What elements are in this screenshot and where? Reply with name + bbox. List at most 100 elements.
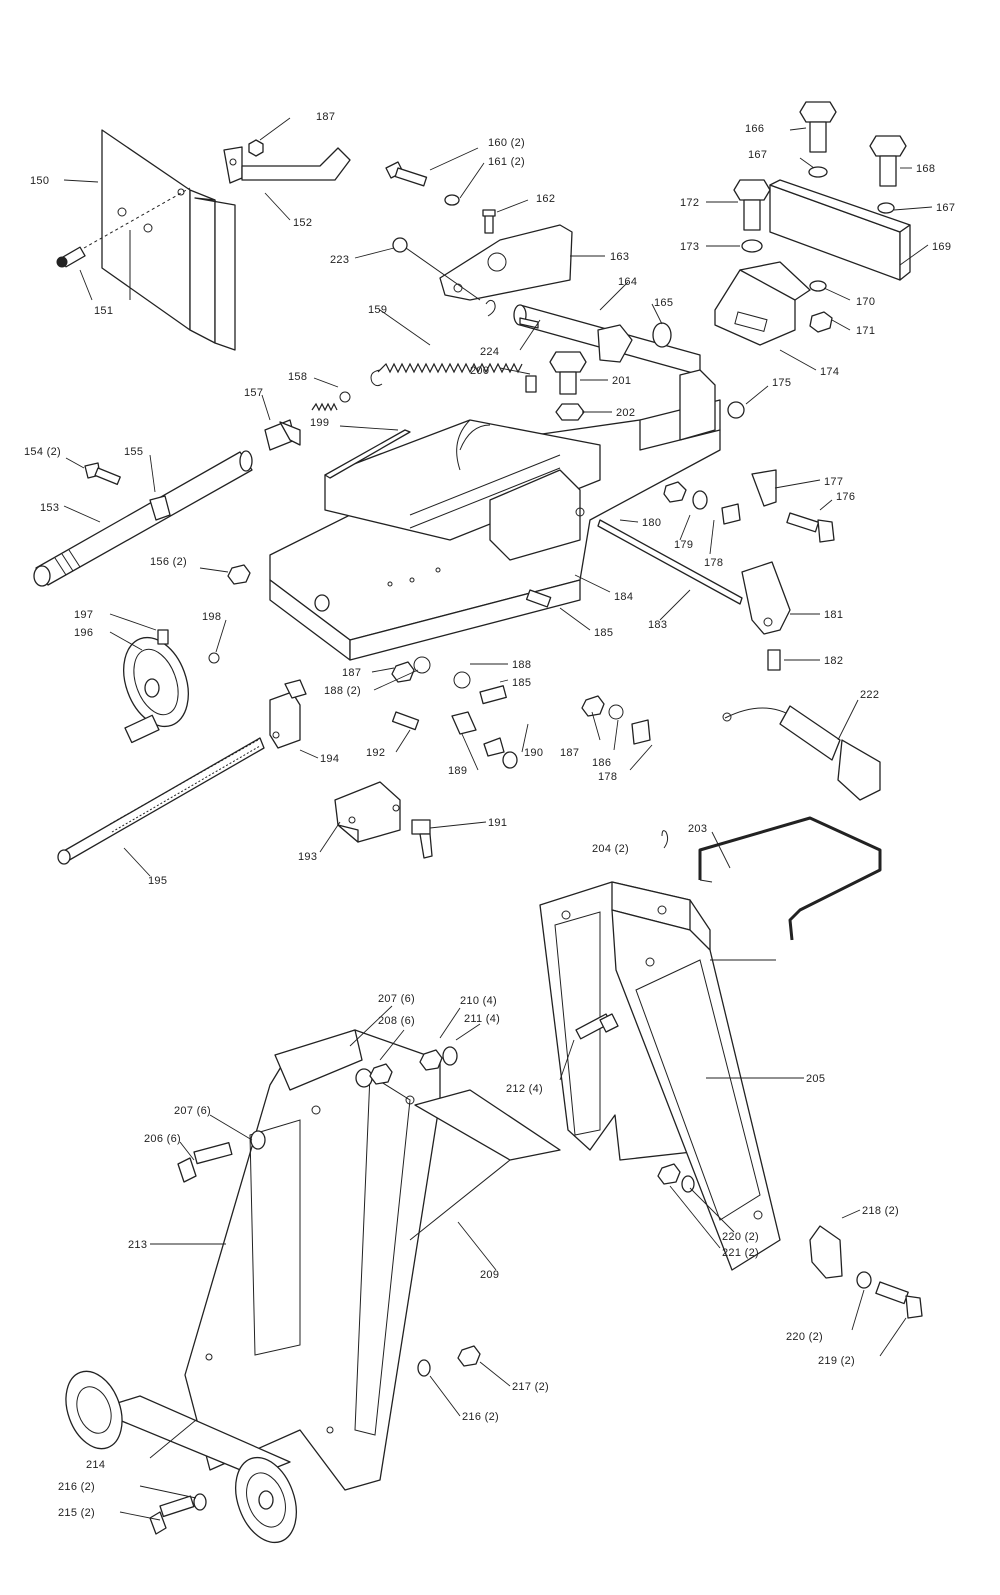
callout-180: 180 [642, 517, 661, 529]
bolt-201 [549, 351, 587, 421]
callout-195: 195 [148, 875, 167, 887]
callout-187-right: 187 [560, 747, 579, 759]
callout-188: 188 [512, 659, 531, 671]
fittings-187-192 [391, 656, 518, 769]
callout-209: 209 [480, 1269, 499, 1281]
callout-187-top: 187 [316, 111, 335, 123]
callout-169: 169 [932, 241, 951, 253]
nut-216-217 [417, 1345, 481, 1377]
callout-217: 217 (2) [512, 1381, 549, 1393]
wheel-axle-214 [65, 1370, 297, 1544]
callout-221: 221 (2) [722, 1247, 759, 1259]
callout-216-a: 216 (2) [462, 1411, 499, 1423]
callout-184: 184 [614, 591, 633, 603]
crossbar-209 [409, 1089, 561, 1241]
callout-185-a: 185 [594, 627, 613, 639]
callout-218: 218 (2) [862, 1205, 899, 1217]
callout-220-a: 220 (2) [722, 1231, 759, 1243]
fittings-186-187 [581, 695, 651, 745]
callout-220-b: 220 (2) [786, 1331, 823, 1343]
callout-186: 186 [592, 757, 611, 769]
callout-183: 183 [648, 619, 667, 631]
callout-160: 160 (2) [488, 137, 525, 149]
setscrew-200 [525, 375, 537, 393]
nut-208 [355, 1063, 393, 1088]
block-157 [264, 419, 301, 451]
rod-183 [597, 519, 743, 605]
blade-guard-bracket [223, 139, 351, 184]
callout-164: 164 [618, 276, 637, 288]
blade-guard-plate [101, 129, 236, 351]
callout-181: 181 [824, 609, 843, 621]
knob-223 [392, 237, 481, 301]
saw-base-184 [269, 369, 721, 661]
pin-224 [519, 317, 539, 329]
bolt-172 [733, 179, 771, 253]
callout-158: 158 [288, 371, 307, 383]
callout-214: 214 [86, 1459, 105, 1471]
callout-205: 205 [806, 1073, 825, 1085]
callout-206: 206 (6) [144, 1133, 181, 1145]
shaft-153 [33, 450, 253, 587]
callout-170: 170 [856, 296, 875, 308]
blade-guide-199 [324, 429, 411, 479]
callout-163: 163 [610, 251, 629, 263]
callout-161: 161 (2) [488, 156, 525, 168]
screw-151 [56, 187, 191, 268]
bracket-218 [809, 1225, 923, 1319]
callout-168-top: 168 [916, 163, 935, 175]
nut-156 [227, 564, 251, 585]
callout-157: 157 [244, 387, 263, 399]
callout-150: 150 [30, 175, 49, 187]
callout-223: 223 [330, 254, 349, 266]
feed-screw-195 [57, 737, 265, 865]
callout-155: 155 [124, 446, 143, 458]
callout-185-b: 185 [512, 677, 531, 689]
leader-lines [63, 117, 933, 1521]
callout-197: 197 [74, 609, 93, 621]
callout-165: 165 [654, 297, 673, 309]
block-155 [149, 495, 171, 521]
bolt-176 [786, 512, 835, 543]
callout-194: 194 [320, 753, 339, 765]
bolt-168 [869, 135, 907, 214]
shaft-164 [513, 304, 701, 376]
power-cord-222 [722, 705, 881, 801]
callout-222: 222 [860, 689, 879, 701]
bolt-206 [177, 1130, 266, 1183]
callout-190: 190 [524, 747, 543, 759]
callout-174: 174 [820, 366, 839, 378]
collar-175 [727, 401, 745, 419]
callout-153: 153 [40, 502, 59, 514]
callout-207-b: 207 (6) [174, 1105, 211, 1117]
callout-216-b: 216 (2) [58, 1481, 95, 1493]
callout-162: 162 [536, 193, 555, 205]
leg-213 [184, 1029, 441, 1491]
bolt-160 [385, 161, 460, 206]
callout-182: 182 [824, 655, 843, 667]
vise-arm [439, 209, 573, 301]
bolt-166 [799, 101, 837, 178]
callout-171: 171 [856, 325, 875, 337]
callout-207-a: 207 (6) [378, 993, 415, 1005]
callout-191: 191 [488, 817, 507, 829]
callout-178-b: 178 [598, 771, 617, 783]
callout-204: 204 (2) [592, 843, 629, 855]
callout-188-pair: 188 (2) [324, 685, 361, 697]
callout-154: 154 (2) [24, 446, 61, 458]
callout-178-a: 178 [704, 557, 723, 569]
callout-177: 177 [824, 476, 843, 488]
callout-labels: 150 151 152 187 160 (2) 161 (2) 162 163 … [24, 111, 955, 1519]
callout-189: 189 [448, 765, 467, 777]
callout-167-a: 167 [748, 149, 767, 161]
callout-219: 219 (2) [818, 1355, 855, 1367]
vise-jaw-169 [769, 179, 911, 281]
bracket-177 [751, 469, 777, 507]
callout-198: 198 [202, 611, 221, 623]
leg-205 [539, 881, 781, 1271]
nut-220-221 [657, 1163, 695, 1193]
nut-210 [419, 1046, 458, 1071]
bracket-193 [334, 781, 401, 843]
